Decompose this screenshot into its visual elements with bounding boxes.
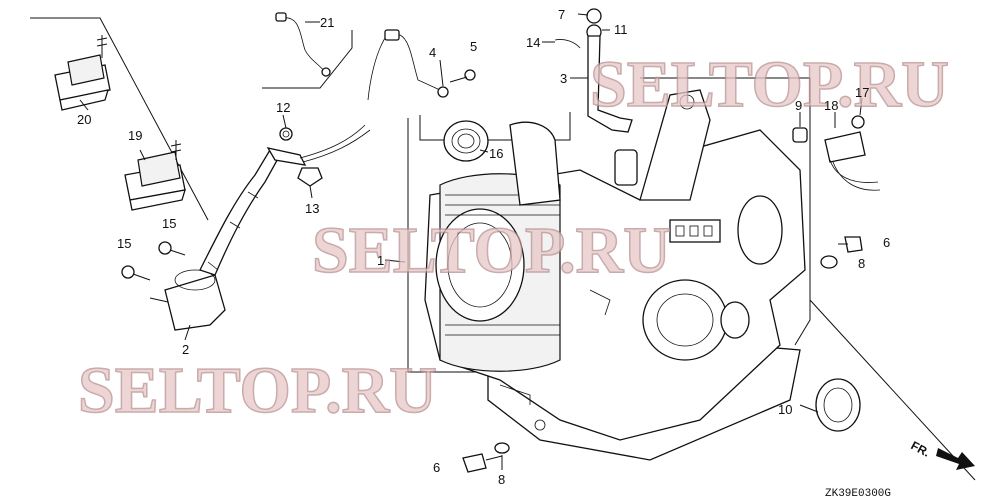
callout-6-right: 6 (883, 235, 890, 250)
oil-sensor-assembly (149, 124, 371, 331)
callout-13: 13 (305, 201, 319, 216)
callout-18: 18 (824, 98, 838, 113)
callout-14: 14 (526, 35, 540, 50)
watermark-top: SELTOP.RU (590, 48, 949, 121)
callout-2: 2 (182, 342, 189, 357)
callout-19: 19 (128, 128, 142, 143)
watermark-middle: SELTOP.RU (312, 214, 671, 287)
callout-16: 16 (489, 146, 503, 161)
leader-lines (79, 13, 863, 470)
arrow-right-icon (936, 448, 975, 470)
callout-11: 11 (614, 22, 628, 37)
watermarks: SELTOP.RU SELTOP.RU SELTOP.RU (77, 47, 949, 428)
callout-4: 4 (429, 45, 436, 60)
watermark-bottom: SELTOP.RU (78, 354, 437, 427)
callout-20: 20 (77, 112, 91, 127)
callout-labels: 1 2 3 4 5 6 6 7 8 8 9 10 11 12 13 14 15 … (77, 7, 890, 487)
callout-9: 9 (795, 98, 802, 113)
callout-12: 12 (276, 100, 290, 115)
diagram-code: ZK39E0300G (825, 488, 891, 499)
sensor-wire (367, 29, 449, 101)
direction-label: FR. (909, 438, 933, 459)
callout-10: 10 (778, 402, 792, 417)
callout-6-bottom: 6 (433, 460, 440, 475)
callout-15-upper: 15 (162, 216, 176, 231)
callout-3: 3 (560, 71, 567, 86)
wire-21 (275, 12, 331, 77)
callout-17: 17 (855, 85, 869, 100)
callout-15-lower: 15 (117, 236, 131, 251)
fasteners (121, 8, 881, 473)
callout-8-right: 8 (858, 256, 865, 271)
callout-21: 21 (320, 15, 334, 30)
callout-7: 7 (558, 7, 565, 22)
engine-mount-19 (124, 140, 186, 211)
engine-mount-20 (54, 35, 111, 111)
crankcase-assembly (424, 89, 806, 461)
callout-1: 1 (377, 253, 384, 268)
callout-8-bottom: 8 (498, 472, 505, 487)
callout-5: 5 (470, 39, 477, 54)
